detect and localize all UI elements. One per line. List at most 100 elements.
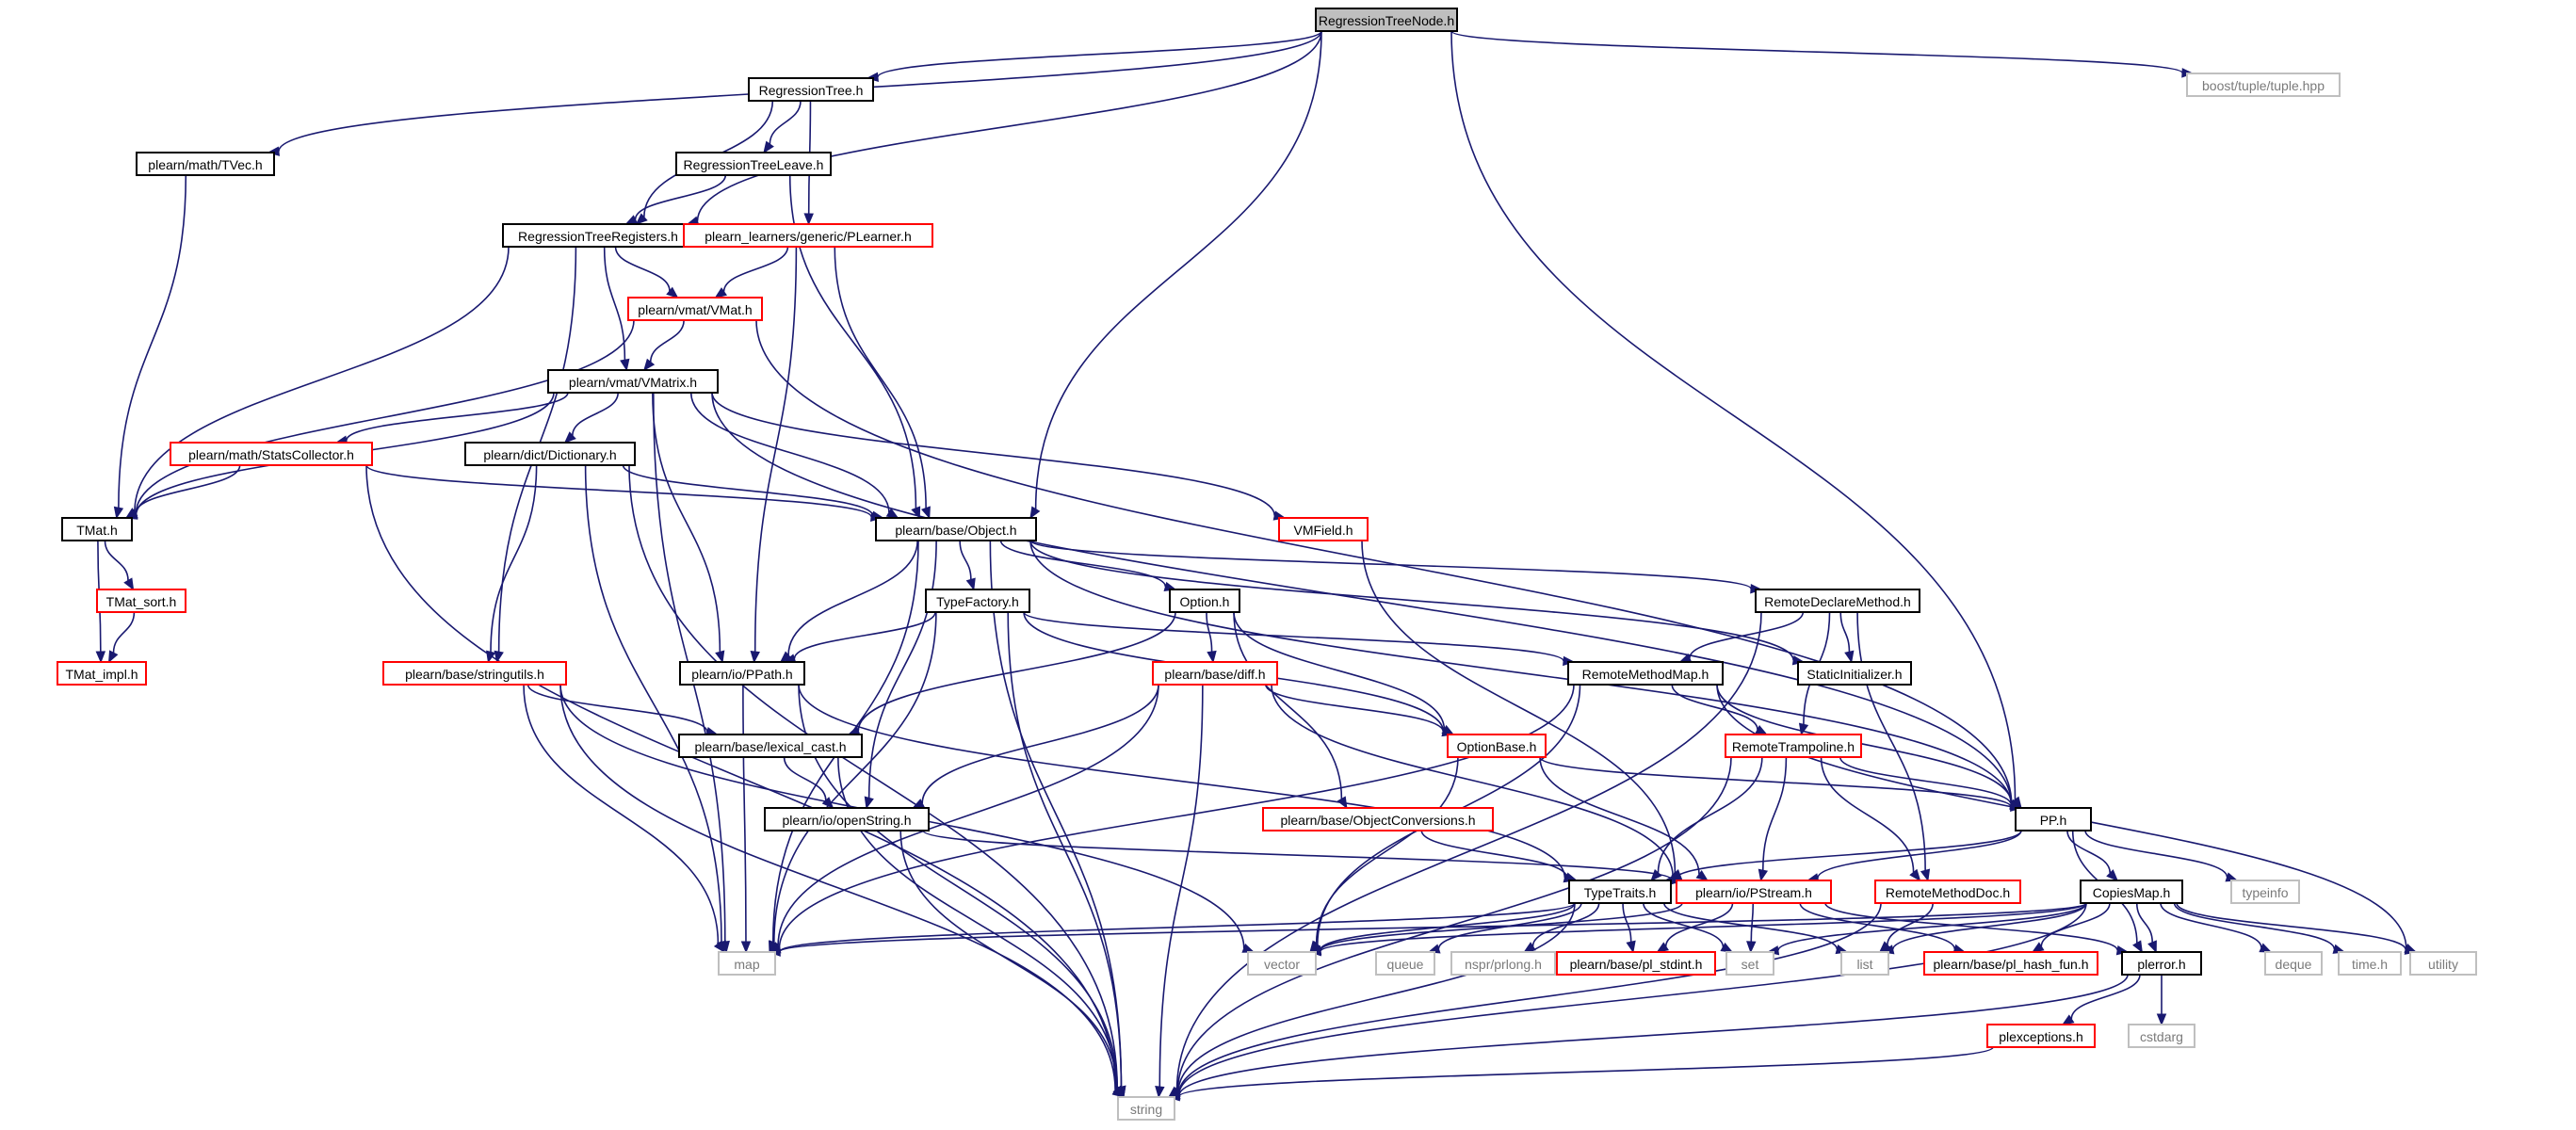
node-plearn-vmat-vmatrix-h[interactable]: plearn/vmat/VMatrix.h: [547, 369, 719, 394]
node-vmfield-h[interactable]: VMField.h: [1278, 517, 1369, 541]
node-time-h: time.h: [2338, 951, 2402, 976]
edge-rtn-to-tuple: [1450, 30, 2195, 78]
node-box: [136, 152, 275, 176]
node-pp-h[interactable]: PP.h: [2015, 807, 2092, 831]
node-copiesmap-h[interactable]: CopiesMap.h: [2080, 880, 2183, 904]
node-label: VMField.h: [1293, 523, 1353, 538]
node-box: [1725, 734, 1862, 758]
edge-object-to-static: [1029, 540, 1806, 666]
edge-typetraits-to-stdint: [1622, 902, 1636, 954]
node-remotemethodmap-h[interactable]: RemoteMethodMap.h: [1567, 661, 1724, 686]
node-box: [1797, 661, 1912, 686]
node-plearn-io-pstream-h[interactable]: plearn/io/PStream.h: [1676, 880, 1832, 904]
edge-rtramp-to-pstream: [1758, 756, 1788, 882]
node-regressiontree-h[interactable]: RegressionTree.h: [748, 77, 874, 102]
node-plearn-learners-generic-plearner-h[interactable]: plearn_learners/generic/PLearner.h: [683, 223, 933, 248]
node-remotetrampoline-h[interactable]: RemoteTrampoline.h: [1725, 734, 1862, 758]
edge-tmatsort-to-tmatimpl: [107, 611, 136, 664]
node-box: [1262, 807, 1494, 831]
node-label: TypeTraits.h: [1584, 885, 1657, 900]
node-plearn-io-ppath-h[interactable]: plearn/io/PPath.h: [679, 661, 805, 686]
node-box: [1375, 951, 1435, 976]
edge-dict-to-strutils: [486, 464, 538, 664]
node-tmat-h[interactable]: TMat.h: [61, 517, 133, 541]
edge-rtramp-to-typetraits: [1650, 756, 1763, 881]
node-regressiontreeleave-h[interactable]: RegressionTreeLeave.h: [675, 152, 832, 176]
node-label: plexceptions.h: [1999, 1029, 2083, 1044]
edge-object-to-ppath: [779, 540, 918, 663]
node-label: plearn/vmat/VMatrix.h: [569, 375, 697, 390]
node-plearn-base-pl-stdint-h[interactable]: plearn/base/pl_stdint.h: [1556, 951, 1716, 976]
edge-rtr-to-vmat: [614, 246, 679, 299]
node-optionbase-h[interactable]: OptionBase.h: [1447, 734, 1547, 758]
node-remotemethoddoc-h[interactable]: RemoteMethodDoc.h: [1874, 880, 2021, 904]
edge-ppath-to-typetraits: [798, 684, 1577, 883]
node-box: [678, 734, 863, 758]
node-label: plerror.h: [2137, 957, 2185, 972]
node-staticinitializer-h[interactable]: StaticInitializer.h: [1797, 661, 1912, 686]
node-remotedeclaremethod-h[interactable]: RemoteDeclareMethod.h: [1755, 589, 1920, 613]
node-queue: queue: [1375, 951, 1435, 976]
node-plearn-math-statscollector-h[interactable]: plearn/math/StatsCollector.h: [170, 442, 373, 466]
node-label: RegressionTree.h: [759, 83, 864, 98]
node-label: nspr/prlong.h: [1465, 957, 1542, 972]
node-plearn-math-tvec-h[interactable]: plearn/math/TVec.h: [136, 152, 275, 176]
edge-object-to-openstring: [864, 540, 937, 810]
node-plearn-base-object-h[interactable]: plearn/base/Object.h: [875, 517, 1037, 541]
node-label: RegressionTreeRegisters.h: [518, 229, 678, 244]
node-box: [925, 589, 1030, 613]
node-box: [170, 442, 373, 466]
node-plearn-base-diff-h[interactable]: plearn/base/diff.h: [1152, 661, 1278, 686]
node-label: plearn/vmat/VMat.h: [638, 302, 752, 317]
node-tmat-impl-h[interactable]: TMat_impl.h: [57, 661, 147, 686]
edge-stats-to-string: [365, 464, 1126, 1098]
node-box: [57, 661, 147, 686]
node-box: [1556, 951, 1716, 976]
node-box: [675, 152, 832, 176]
node-plearn-base-stringutils-h[interactable]: plearn/base/stringutils.h: [382, 661, 567, 686]
node-tmat-sort-h[interactable]: TMat_sort.h: [96, 589, 186, 613]
edge-copiesmap-to-string: [1167, 902, 2087, 1100]
edge-tmat-to-tmatsort: [104, 540, 135, 591]
node-plearn-io-openstring-h[interactable]: plearn/io/openString.h: [764, 807, 930, 831]
node-plearn-base-pl-hash-fun-h[interactable]: plearn/base/pl_hash_fun.h: [1923, 951, 2098, 976]
node-vector: vector: [1247, 951, 1317, 976]
node-label: boost/tuple/tuple.hpp: [2202, 78, 2325, 93]
node-typetraits-h[interactable]: TypeTraits.h: [1568, 880, 1672, 904]
node-label: string: [1130, 1102, 1162, 1117]
node-label: plearn/base/stringutils.h: [405, 667, 544, 682]
node-plerror-h[interactable]: plerror.h: [2121, 951, 2202, 976]
node-string: string: [1117, 1096, 1175, 1121]
node-box: [1676, 880, 1832, 904]
node-label: plearn/math/TVec.h: [148, 157, 262, 172]
edge-copiesmap-to-utility: [2176, 902, 2418, 955]
node-label: TypeFactory.h: [936, 594, 1019, 609]
edge-diff-to-openstring: [912, 684, 1159, 809]
edge-pstream-to-stdint: [1656, 902, 1734, 953]
edge-typefactory-to-ppath: [783, 611, 936, 664]
node-typefactory-h[interactable]: TypeFactory.h: [925, 589, 1030, 613]
node-option-h[interactable]: Option.h: [1169, 589, 1240, 613]
node-box: [1567, 661, 1724, 686]
node-plearn-base-lexical-cast-h[interactable]: plearn/base/lexical_cast.h: [678, 734, 863, 758]
node-layer: RegressionTreeNode.hboost/tuple/tuple.hp…: [57, 8, 2477, 1121]
node-box: [683, 223, 933, 248]
edge-vmatrix-to-vmfield: [711, 392, 1287, 521]
node-list: list: [1840, 951, 1889, 976]
node-typeinfo: typeinfo: [2230, 880, 2300, 904]
node-box: [1278, 517, 1369, 541]
node-plearn-base-objectconversions-h[interactable]: plearn/base/ObjectConversions.h: [1262, 807, 1494, 831]
edge-copiesmap-to-hashfun: [2031, 902, 2111, 953]
node-plearn-vmat-vmat-h[interactable]: plearn/vmat/VMat.h: [627, 297, 763, 321]
node-box: [679, 661, 805, 686]
edge-plearner-to-vmat: [714, 246, 789, 299]
edge-vmatrix-to-dict: [563, 392, 619, 444]
node-label: plearn/base/ObjectConversions.h: [1280, 813, 1475, 828]
node-label: plearn/math/StatsCollector.h: [188, 447, 354, 462]
node-box: [1725, 951, 1774, 976]
node-plexceptions-h[interactable]: plexceptions.h: [1986, 1024, 2096, 1048]
node-plearn-dict-dictionary-h[interactable]: plearn/dict/Dictionary.h: [464, 442, 636, 466]
node-regressiontreeregisters-h[interactable]: RegressionTreeRegisters.h: [502, 223, 694, 248]
node-box: [764, 807, 930, 831]
edge-vmatrix-to-ppath: [652, 392, 725, 664]
